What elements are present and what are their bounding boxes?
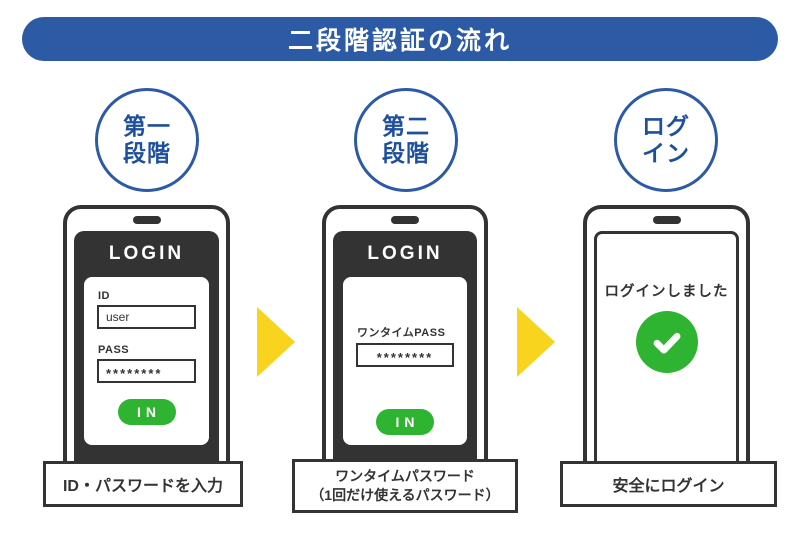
phone-3-screen: ログインしました: [594, 231, 739, 473]
phone-2-screen: LOGIN ワンタイムPASS ******** IN: [333, 231, 477, 473]
pass-field-label: PASS: [98, 344, 130, 356]
login-heading: LOGIN: [367, 243, 443, 264]
phone-1-screen: LOGIN ID user PASS ******** IN: [74, 231, 219, 473]
title-banner: 二段階認証の流れ: [22, 17, 778, 61]
otp-form-panel: ワンタイムPASS ******** IN: [343, 277, 467, 445]
id-field-label: ID: [98, 290, 110, 302]
arrow-right-icon: [257, 307, 295, 377]
login-heading: LOGIN: [108, 243, 185, 264]
check-icon: [653, 332, 680, 354]
phone-illustration-2: LOGIN ワンタイムPASS ******** IN: [322, 205, 488, 477]
otp-submit-button: IN: [376, 409, 434, 435]
step-badge-3-line2: イン: [642, 140, 690, 166]
step-badge-1: 第一 段階: [95, 88, 199, 192]
phone-illustration-3: ログインしました: [583, 205, 750, 477]
caption-step-3-text: 安全にログイン: [612, 478, 725, 495]
step-badge-3-line1: ログ: [642, 112, 690, 139]
earpiece-icon: [652, 216, 681, 224]
caption-step-1: ID・パスワードを入力: [43, 461, 243, 507]
arrow-right-icon: [517, 307, 555, 377]
pass-input: ********: [97, 359, 196, 383]
phone-illustration-1: LOGIN ID user PASS ******** IN: [63, 205, 230, 477]
caption-step-1-text: ID・パスワードを入力: [62, 478, 223, 495]
step-badge-2-line2: 段階: [382, 140, 430, 166]
check-circle-icon: [635, 311, 698, 373]
earpiece-icon: [391, 216, 419, 224]
caption-step-2: ワンタイムパスワード （1回だけ使えるパスワード）: [292, 459, 518, 513]
caption-step-2-line1: ワンタイムパスワード: [335, 468, 475, 485]
otp-field-label: ワンタイムPASS: [357, 327, 446, 339]
step-badge-1-line2: 段階: [123, 140, 171, 166]
page-title: 二段階認証の流れ: [287, 27, 512, 55]
step-badge-3: ログ イン: [614, 88, 718, 192]
otp-input: ********: [356, 343, 454, 367]
caption-step-3: 安全にログイン: [560, 461, 777, 507]
step-badge-2: 第二 段階: [354, 88, 458, 192]
login-submit-button: IN: [117, 399, 176, 425]
id-input: user: [97, 305, 196, 329]
step-badge-1-line1: 第一: [123, 112, 171, 139]
earpiece-icon: [132, 216, 161, 224]
caption-step-2-line2: （1回だけ使えるパスワード）: [310, 487, 500, 503]
login-success-message: ログインしました: [604, 284, 729, 300]
step-badge-2-line1: 第二: [382, 112, 430, 139]
login-form-panel: ID user PASS ******** IN: [84, 277, 209, 445]
